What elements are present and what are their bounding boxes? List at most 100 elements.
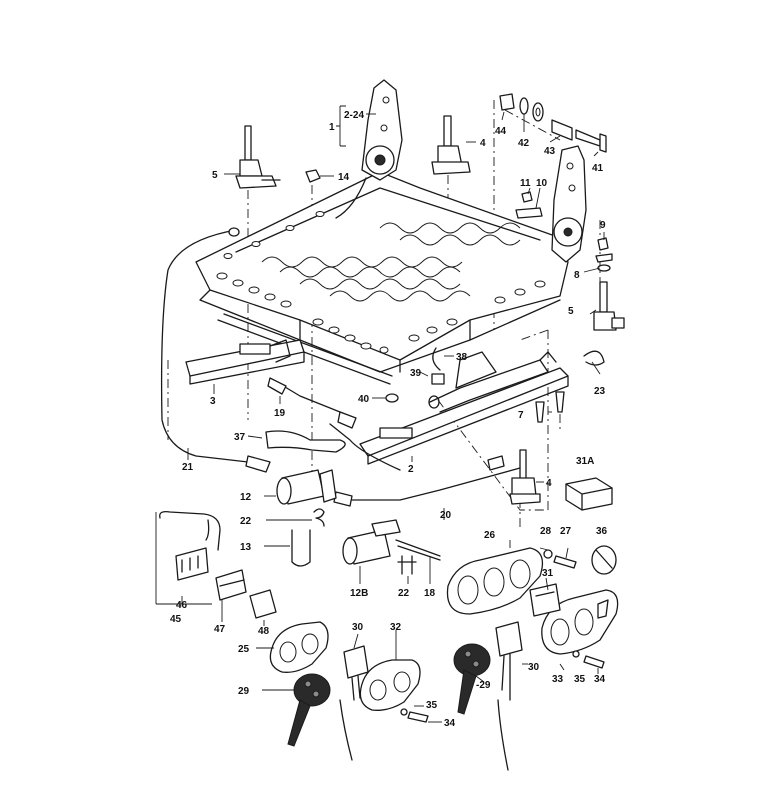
callout-44: 44 xyxy=(495,126,507,137)
callout-14: 14 xyxy=(338,172,350,183)
callout-21: 21 xyxy=(182,462,194,473)
callout-26: 26 xyxy=(484,530,496,541)
wiring-harness-a xyxy=(339,699,353,761)
callout-4: 4 xyxy=(480,138,486,149)
callout-39: 39 xyxy=(410,368,422,379)
callout-35b: 35 xyxy=(426,700,438,711)
callout-46: 46 xyxy=(176,600,188,611)
callout-19: 19 xyxy=(274,408,286,419)
callout-7: 7 xyxy=(518,410,524,421)
connector-47 xyxy=(215,569,247,601)
knob-29a xyxy=(287,673,331,747)
switch-module-30b xyxy=(495,621,523,701)
callout-9: 9 xyxy=(600,220,606,231)
switch-bezel-33 xyxy=(541,589,619,655)
frame-holes xyxy=(216,211,546,354)
link-38 xyxy=(432,347,441,371)
motor-12B xyxy=(342,519,441,565)
seat-track-left xyxy=(185,339,305,385)
motor-12 xyxy=(276,469,337,505)
callout-37: 37 xyxy=(234,432,246,443)
callout-42: 42 xyxy=(518,138,530,149)
callout-38: 38 xyxy=(456,352,468,363)
callout-1: 1 xyxy=(329,122,335,133)
callout-34b: 34 xyxy=(444,718,456,729)
callout-28: 28 xyxy=(540,526,552,537)
callout-33: 33 xyxy=(552,674,564,685)
screw-7b xyxy=(555,391,565,413)
callout-5b: 5 xyxy=(568,306,574,317)
height-adjuster-center xyxy=(431,115,471,175)
switch-module-30a xyxy=(343,645,369,701)
release-lever-37 xyxy=(265,430,346,453)
relay-31A xyxy=(565,477,613,511)
callout-29: 29 xyxy=(238,686,250,697)
switch-bezel-32 xyxy=(359,659,421,711)
cover-cap-36 xyxy=(591,545,617,575)
callout-30: 30 xyxy=(352,622,364,633)
callout-41: 41 xyxy=(592,163,604,174)
screws-7 xyxy=(535,401,545,423)
small-hardware xyxy=(305,169,613,272)
right-recliner-hinge xyxy=(551,145,587,263)
callout-31: 31 xyxy=(542,568,554,579)
callout-25: 25 xyxy=(238,644,250,655)
callout-labels: 1 2-24 4 5 14 44 42 43 41 11 10 9 8 5 23… xyxy=(170,110,608,729)
callout-45: 45 xyxy=(170,614,182,625)
callout-11: 11 xyxy=(520,178,531,189)
clip-39 xyxy=(431,373,445,385)
callout-10: 10 xyxy=(536,178,548,189)
callout-22: 22 xyxy=(240,516,252,527)
height-adjuster-lower xyxy=(509,449,541,505)
cable-fittings xyxy=(228,227,505,507)
callout-32: 32 xyxy=(390,622,402,633)
callout-22b: 22 xyxy=(398,588,410,599)
seat-track-right xyxy=(359,351,569,465)
height-adjuster-left xyxy=(235,125,281,189)
callout-29b: -29 xyxy=(476,680,491,691)
height-adjuster-right xyxy=(593,281,625,331)
callout-23: 23 xyxy=(594,386,606,397)
callout-48: 48 xyxy=(258,626,270,637)
callout-35: 35 xyxy=(574,674,586,685)
callout-27: 27 xyxy=(560,526,572,537)
callout-47: 47 xyxy=(214,624,226,635)
left-recliner-hinge xyxy=(335,79,403,219)
callout-34: 34 xyxy=(594,674,606,685)
leader-lines xyxy=(155,105,605,723)
callout-5: 5 xyxy=(212,170,218,181)
callout-4b: 4 xyxy=(546,478,552,489)
seat-frame xyxy=(195,171,569,385)
callout-30b: 30 xyxy=(528,662,540,673)
connector-48 xyxy=(249,589,277,619)
callout-12: 12 xyxy=(240,492,252,503)
switch-bezel-25 xyxy=(269,621,329,673)
wiring-harness-b xyxy=(497,699,509,771)
fasteners xyxy=(400,549,605,723)
callout-3: 3 xyxy=(210,396,216,407)
cables xyxy=(159,229,521,551)
ring-40 xyxy=(428,395,440,409)
bushing-40 xyxy=(385,393,399,403)
callout-43: 43 xyxy=(544,146,556,157)
callout-18: 18 xyxy=(424,588,436,599)
u-bracket-13 xyxy=(291,529,311,567)
knob-29b xyxy=(453,643,491,715)
switch-module-31 xyxy=(529,583,561,617)
callout-13: 13 xyxy=(240,542,252,553)
callout-31A: 31A xyxy=(576,456,594,467)
clip-23 xyxy=(583,350,605,366)
callout-20: 20 xyxy=(440,510,452,521)
spring-22a xyxy=(313,508,325,527)
callout-12B: 12B xyxy=(350,588,368,599)
callout-2-24: 2-24 xyxy=(344,110,364,121)
callout-8: 8 xyxy=(574,270,580,281)
seat-springs xyxy=(261,222,521,302)
spring-22b xyxy=(397,555,417,575)
callout-2: 2 xyxy=(408,464,414,475)
switch-bezel-26 xyxy=(446,547,544,615)
callout-36: 36 xyxy=(596,526,608,537)
hinge-bolt-set xyxy=(499,93,607,153)
